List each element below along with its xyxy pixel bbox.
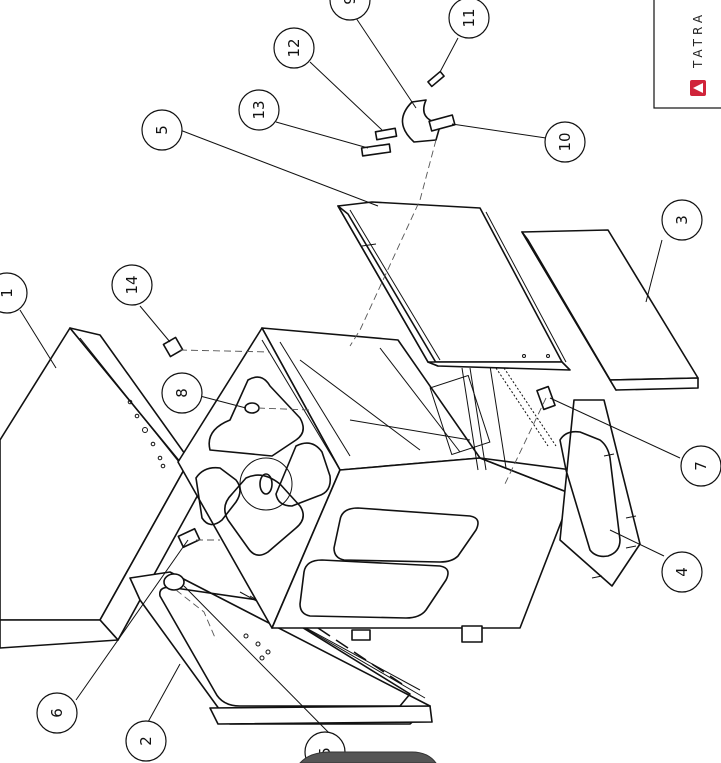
assembly-lines	[175, 139, 547, 641]
svg-text:9: 9	[341, 0, 359, 5]
svg-text:4: 4	[673, 567, 691, 577]
svg-text:14: 14	[123, 275, 141, 294]
part-12-gasket	[374, 127, 398, 141]
svg-text:12: 12	[285, 38, 303, 57]
part-5-cover-panel	[337, 201, 571, 371]
svg-text:7: 7	[692, 461, 710, 471]
part-8-knob	[244, 402, 260, 414]
callout-5-top: 5	[141, 109, 183, 151]
part-4-bottom-plate	[559, 399, 641, 587]
part-5-foot	[163, 573, 185, 591]
logo-triangle-icon	[693, 83, 703, 93]
scroll-tab[interactable]	[299, 751, 437, 763]
part-10-bracket	[428, 114, 456, 132]
callout-11: 11	[448, 0, 490, 39]
callout-12: 12	[273, 27, 315, 69]
leader-lines	[19, 11, 681, 741]
callout-9: 9	[329, 0, 371, 21]
svg-text:2: 2	[137, 736, 155, 746]
callout-6: 6	[36, 692, 78, 734]
brand-name: TATRA	[691, 11, 705, 69]
callout-4: 4	[661, 551, 703, 593]
callout-14: 14	[111, 264, 153, 306]
housing-body	[177, 327, 573, 643]
callout-10: 10	[544, 121, 586, 163]
svg-text:10: 10	[556, 132, 574, 151]
svg-text:11: 11	[460, 8, 478, 27]
part-11-pin	[427, 70, 445, 88]
svg-text:1: 1	[0, 288, 16, 298]
part-3-side-plate	[521, 229, 699, 391]
callout-2: 2	[125, 720, 167, 762]
callout-8: 8	[161, 372, 203, 414]
callout-3: 3	[661, 199, 703, 241]
callout-1: 1	[0, 272, 28, 314]
svg-text:6: 6	[48, 708, 66, 718]
svg-text:8: 8	[173, 388, 191, 398]
brand-box: TATRA	[653, 0, 721, 109]
part-6-hinge	[177, 527, 201, 549]
part-14-clip	[162, 336, 184, 358]
callout-13: 13	[238, 89, 280, 131]
part-13-gasket	[360, 143, 392, 157]
callout-7: 7	[680, 445, 721, 487]
svg-text:13: 13	[250, 100, 268, 119]
svg-text:3: 3	[673, 215, 691, 225]
svg-text:5: 5	[153, 125, 171, 135]
